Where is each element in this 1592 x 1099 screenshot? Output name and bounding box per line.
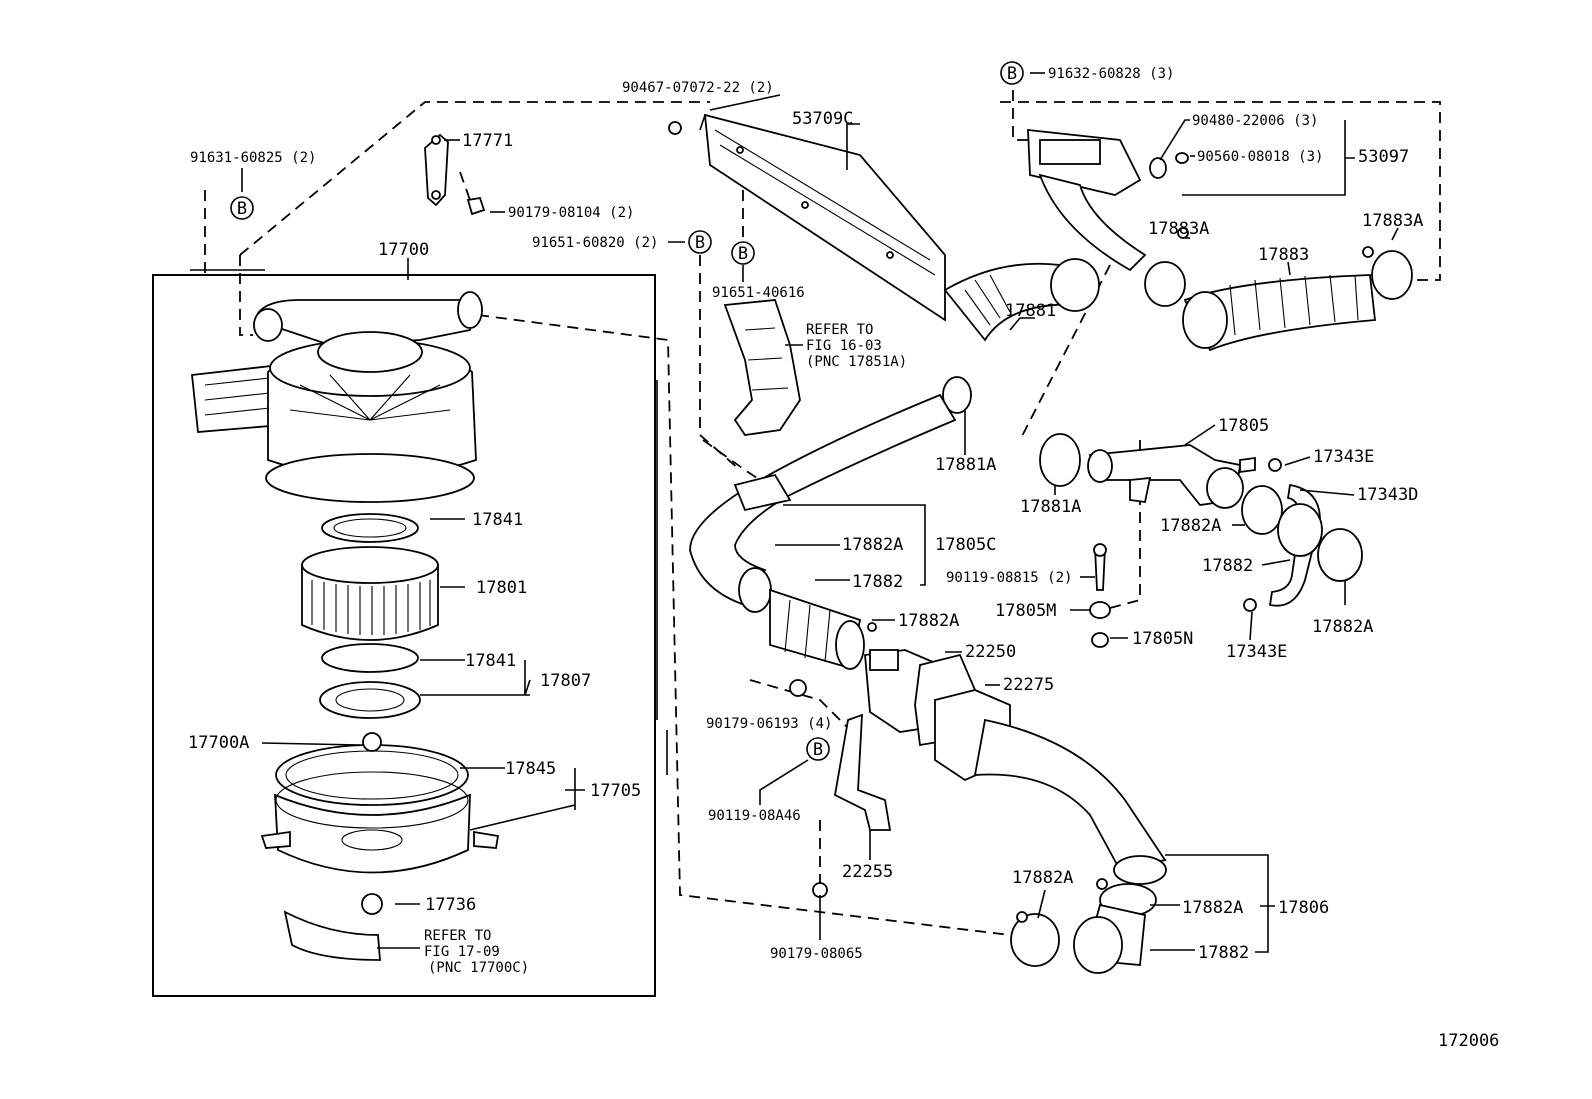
label-17882A-f: 17882A — [1182, 898, 1243, 918]
label-17883: 17883 — [1258, 245, 1309, 265]
svg-text:FIG 17-09: FIG 17-09 — [424, 944, 500, 960]
label-17841-bottom: 17841 — [465, 651, 516, 671]
heat-shield-53709C — [668, 113, 946, 322]
svg-text:B: B — [813, 740, 823, 760]
label-17805C: 17805C — [935, 535, 996, 555]
bolt-marker-2: B — [230, 196, 254, 220]
resonator-53097 — [1027, 128, 1189, 272]
label-17882-a: 17882 — [852, 572, 903, 592]
hose-17805 — [1087, 444, 1256, 509]
label-17881A-a: 17881A — [935, 455, 996, 475]
label-90480: 90480-22006 (3) — [1192, 113, 1318, 129]
elbow-17806 — [934, 689, 1167, 974]
svg-text:B: B — [1007, 64, 1017, 84]
label-17882A-b: 17882A — [1160, 516, 1221, 536]
label-17806: 17806 — [1278, 898, 1329, 918]
label-17805: 17805 — [1218, 416, 1269, 436]
leader-lines — [241, 72, 1399, 953]
bolt-marker-5: B — [806, 737, 830, 761]
label-17805N: 17805N — [1132, 629, 1193, 649]
hose-17883 — [1144, 227, 1413, 352]
svg-text:FIG 16-03: FIG 16-03 — [806, 338, 882, 354]
label-17845: 17845 — [505, 759, 556, 779]
refer-note-fig17-09: REFER TO FIG 17-09 (PNC 17700C) — [424, 928, 529, 976]
label-17343E-top: 17343E — [1313, 447, 1374, 467]
bracket-17851A — [723, 299, 801, 436]
figure-number: 172006 — [1438, 1031, 1499, 1051]
label-17805M: 17805M — [995, 601, 1056, 621]
label-17841-top: 17841 — [472, 510, 523, 530]
label-17883A-left: 17883A — [1148, 219, 1209, 239]
label-90560: 90560-08018 (3) — [1197, 149, 1323, 165]
label-17882A-a: 17882A — [842, 535, 903, 555]
label-91631: 91631-60825 (2) — [190, 150, 316, 166]
refer-note-fig16-03: REFER TO FIG 16-03 (PNC 17851A) — [806, 322, 907, 370]
air-duct-17805C — [689, 393, 957, 607]
svg-text:REFER TO: REFER TO — [806, 322, 873, 338]
label-17883A-right: 17883A — [1362, 211, 1423, 231]
hose-17882-left — [738, 567, 877, 670]
filter-element — [301, 513, 439, 719]
dashed-outline — [204, 90, 1441, 936]
label-17700: 17700 — [378, 240, 429, 260]
label-90179-06193: 90179-06193 (4) — [706, 716, 832, 732]
label-91651-40616: 91651-40616 — [712, 285, 805, 301]
svg-text:B: B — [237, 199, 247, 219]
bracket-22255 — [789, 679, 892, 898]
svg-text:(PNC 17851A): (PNC 17851A) — [806, 354, 907, 370]
air-cleaner-case — [260, 732, 500, 961]
svg-text:REFER TO: REFER TO — [424, 928, 491, 944]
label-22250: 22250 — [965, 642, 1016, 662]
label-17700A: 17700A — [188, 733, 249, 753]
label-90179-08104: 90179-08104 (2) — [508, 205, 634, 221]
pipe-17881 — [942, 258, 1100, 414]
bolt-90119-08815 — [1089, 543, 1111, 648]
label-17882-b: 17882 — [1202, 556, 1253, 576]
hose-17343D — [1241, 458, 1363, 612]
label-17343E-bottom: 17343E — [1226, 642, 1287, 662]
label-17881A-b: 17881A — [1020, 497, 1081, 517]
label-17882A-c: 17882A — [898, 611, 959, 631]
label-17882A-e: 17882A — [1012, 868, 1073, 888]
label-17882A-d: 17882A — [1312, 617, 1373, 637]
label-22275: 22275 — [1003, 675, 1054, 695]
svg-text:B: B — [695, 233, 705, 253]
label-17343D: 17343D — [1357, 485, 1418, 505]
svg-text:(PNC 17700C): (PNC 17700C) — [428, 960, 529, 976]
air-cleaner-group-box — [152, 274, 656, 997]
label-17881: 17881 — [1005, 301, 1056, 321]
label-90119-08A46: 90119-08A46 — [708, 808, 801, 824]
label-91651-60820: 91651-60820 (2) — [532, 235, 658, 251]
label-90467: 90467-07072-22 (2) — [622, 80, 774, 96]
ring-17881A — [1039, 433, 1081, 487]
bracket-17771 — [424, 133, 486, 216]
label-17882-c: 17882 — [1198, 943, 1249, 963]
bolt-marker-4: B — [731, 241, 755, 265]
part-labels: 90467-07072-22 (2) 91632-60828 (3) 53709… — [188, 66, 1423, 963]
label-17705: 17705 — [590, 781, 641, 801]
label-53709C: 53709C — [792, 109, 853, 129]
label-17771: 17771 — [462, 131, 513, 151]
label-91632: 91632-60828 (3) — [1048, 66, 1174, 82]
label-17807: 17807 — [540, 671, 591, 691]
bolt-marker-3: B — [688, 230, 712, 254]
label-17736: 17736 — [425, 895, 476, 915]
air-cleaner-housing — [191, 291, 483, 503]
label-17801: 17801 — [476, 578, 527, 598]
label-53097: 53097 — [1358, 147, 1409, 167]
bolt-marker-1: B — [1000, 61, 1024, 85]
label-90119-08815: 90119-08815 (2) — [946, 570, 1072, 586]
label-90179-08065: 90179-08065 — [770, 946, 863, 962]
label-22255: 22255 — [842, 862, 893, 882]
svg-text:B: B — [738, 244, 748, 264]
